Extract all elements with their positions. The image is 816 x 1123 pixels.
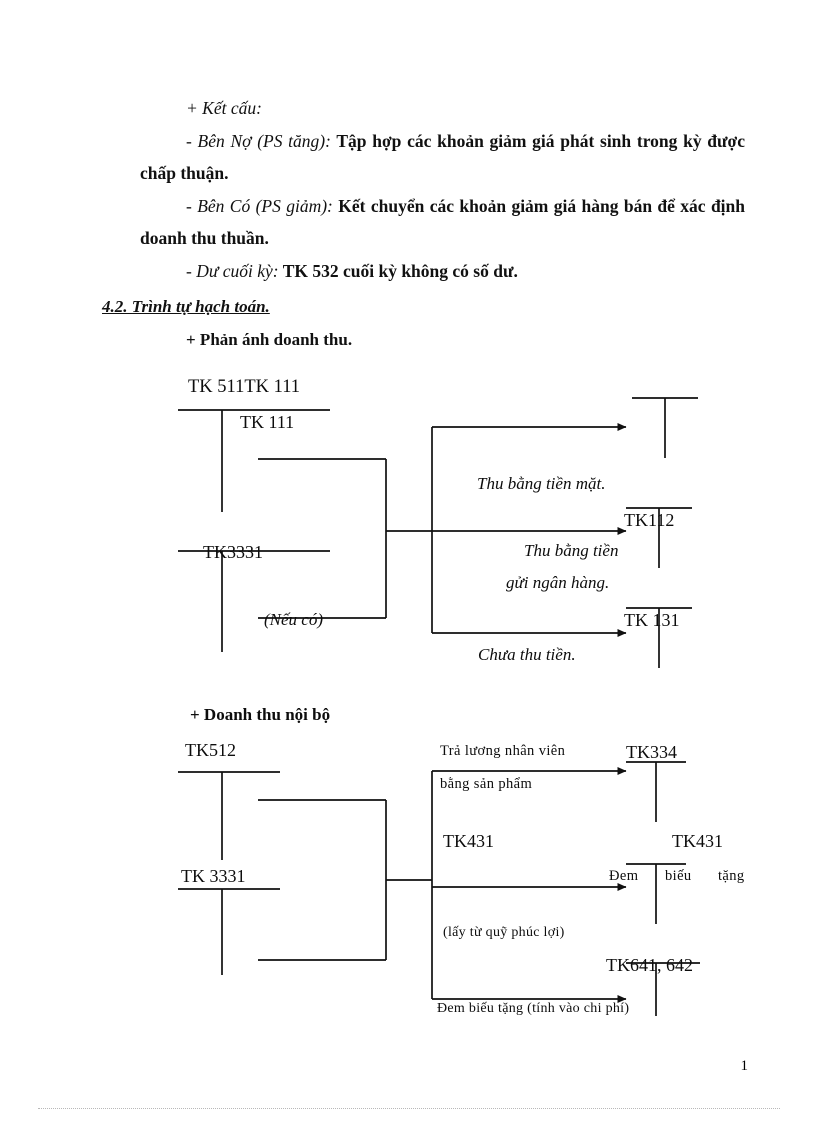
diagram1-note-chua-thu-tien: Chưa thu tiền. xyxy=(478,645,576,664)
section-heading-42-wrap: 4.2. Trình tự hạch toán. xyxy=(102,291,745,323)
section-heading-42: 4.2. Trình tự hạch toán. xyxy=(102,297,270,317)
diagram2-account-tk431-mid: TK431 xyxy=(443,831,494,851)
ket-cau-label: + Kết cấu: xyxy=(186,98,262,118)
diagram1-account-tk112: TK112 xyxy=(624,510,675,530)
page-number: 1 xyxy=(740,1058,749,1074)
diagram2-note-lay-tu-quy-phuc-loi: (lấy từ quỹ phúc lợi) xyxy=(443,925,565,940)
diagram1-account-tk111: TK 111 xyxy=(240,412,295,432)
diagram1-note-thu-bang-tien-line2: gửi ngân hàng. xyxy=(506,573,610,592)
ben-co-label: - Bên Có (PS giảm): xyxy=(186,195,333,216)
du-cuoi-ky-text: TK 532 cuối kỳ không có số dư. xyxy=(278,260,518,281)
diagram2-account-tk512: TK512 xyxy=(185,740,236,760)
diagram2-note-dem: Đem xyxy=(609,868,639,884)
diagram1-account-tk131: TK 131 xyxy=(624,610,680,630)
diagram1-note-thu-bang-tien-line1: Thu bằng tiền xyxy=(524,541,619,560)
diagram2-account-tk431-right: TK431 xyxy=(672,831,723,851)
ben-co-text: Kết chuyển các khoản giảm giá hàng bán đ… xyxy=(140,195,745,249)
diagram2-note-tra-luong-line2: bằng sản phẩm xyxy=(440,776,533,792)
paragraph-ben-no: - Bên Nợ (PS tăng): Tập hợp các khoản gi… xyxy=(140,125,745,190)
subheading-doanh-thu-noi-bo: + Doanh thu nội bộ xyxy=(190,705,331,724)
du-cuoi-ky-label: - Dư cuối kỳ: xyxy=(186,260,279,281)
footer-divider xyxy=(38,1108,780,1109)
diagram1-note-neu-co: (Nếu có) xyxy=(264,610,324,629)
diagram2-account-tk641-642: TK641, 642 xyxy=(606,955,693,975)
subheading-phan-anh-doanh-thu-wrap: + Phản ánh doanh thu. xyxy=(140,323,745,356)
ben-no-text: Tập hợp các khoản giảm giá phát sinh tro… xyxy=(140,130,745,184)
diagram2-note-tang: tặng xyxy=(718,868,745,884)
prose-block: + Kết cấu: - Bên Nợ (PS tăng): Tập hợp c… xyxy=(102,92,745,356)
subheading-phan-anh-doanh-thu: + Phản ánh doanh thu. xyxy=(186,329,353,349)
paragraph-ben-co: - Bên Có (PS giảm): Kết chuyển các khoản… xyxy=(140,190,745,255)
diagram2-account-tk334: TK334 xyxy=(626,742,677,762)
diagram1-title: TK 511TK 111 xyxy=(188,377,301,397)
diagram1-account-tk3331: TK3331 xyxy=(203,542,263,562)
diagram2-account-tk3331: TK 3331 xyxy=(181,866,246,886)
paragraph-ket-cau: + Kết cấu: xyxy=(140,92,745,125)
diagram1-note-thu-bang-tien-mat: Thu bằng tiền mặt. xyxy=(477,474,606,493)
diagram2-note-tra-luong-line1: Trả lương nhân viên xyxy=(440,743,566,759)
diagram2-note-bieu: biếu xyxy=(665,868,692,884)
paragraph-du-cuoi-ky: - Dư cuối kỳ: TK 532 cuối kỳ không có số… xyxy=(140,255,745,288)
ben-no-label: - Bên Nợ (PS tăng): xyxy=(186,130,331,151)
diagram2-note-dem-bieu-tang-chi-phi: Đem biếu tặng (tính vào chi phí) xyxy=(437,1001,630,1016)
